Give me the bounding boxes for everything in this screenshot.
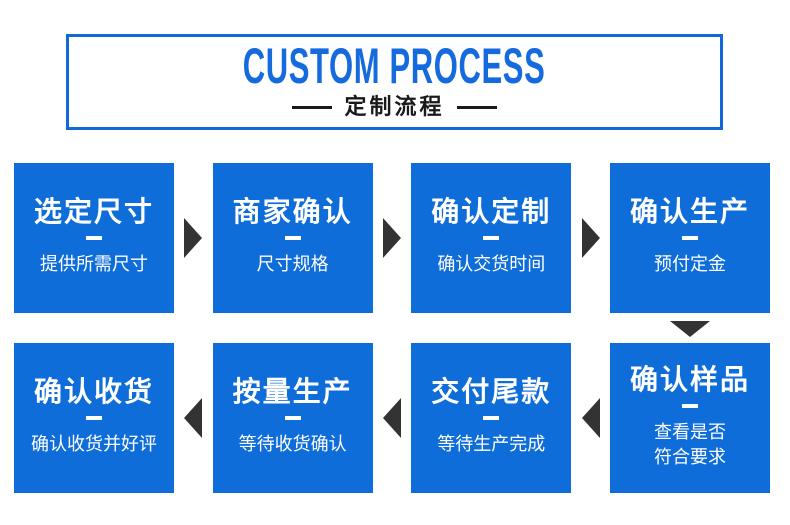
step-title: 确认收货: [33, 376, 154, 408]
header-box: CUSTOM PROCESS 定制流程: [66, 34, 723, 130]
right-dash: [456, 105, 497, 109]
process-step-confirm-production: 确认生产 预付定金: [609, 163, 770, 313]
title-chinese-row: 定制流程: [292, 94, 497, 119]
arrow-right-icon: [382, 218, 401, 258]
title-english: CUSTOM PROCESS: [243, 38, 546, 94]
process-step-pay-balance: 交付尾款 等待生产完成: [411, 343, 572, 493]
step-subtitle: 查看是否: [653, 421, 726, 442]
arrow-right-icon: [581, 218, 600, 258]
step-title: 确认样品: [629, 363, 750, 395]
step-title: 按量生产: [232, 376, 353, 408]
divider-dash: [483, 236, 500, 241]
arrow-down-icon: [670, 321, 710, 337]
step-subtitle: 尺寸规格: [256, 254, 329, 275]
step-title: 确认生产: [629, 196, 750, 228]
left-dash: [292, 105, 333, 109]
step-subtitle: 预付定金: [653, 254, 726, 275]
step-title: 交付尾款: [431, 376, 552, 408]
step-title: 选定尺寸: [33, 196, 154, 228]
divider-dash: [681, 236, 698, 241]
step-subtitle: 确认收货并好评: [31, 434, 157, 455]
divider-dash: [86, 416, 102, 421]
divider-dash: [681, 403, 698, 408]
step-title: 商家确认: [232, 196, 353, 228]
process-step-batch-production: 按量生产 等待收货确认: [212, 343, 373, 493]
divider-dash: [86, 236, 102, 241]
divider-dash: [284, 416, 301, 421]
process-step-confirm-custom: 确认定制 确认交货时间: [411, 163, 572, 313]
step-subtitle: 确认交货时间: [437, 254, 546, 275]
process-row-top: 选定尺寸 提供所需尺寸 商家确认 尺寸规格 确认定制 确认交货时间 确认生产 预…: [14, 163, 770, 313]
arrow-left-icon: [581, 398, 600, 438]
process-step-confirm-receipt: 确认收货 确认收货并好评: [14, 343, 174, 493]
process-step-merchant-confirm: 商家确认 尺寸规格: [212, 163, 373, 313]
step-subtitle: 等待收货确认: [238, 434, 347, 455]
step-subtitle: 提供所需尺寸: [40, 254, 148, 275]
step-subtitle-line2: 符合要求: [653, 447, 726, 467]
process-step-select-size: 选定尺寸 提供所需尺寸: [14, 163, 174, 313]
process-step-confirm-sample: 确认样品 查看是否 符合要求: [609, 343, 770, 493]
process-row-bottom: 确认收货 确认收货并好评 按量生产 等待收货确认 交付尾款 等待生产完成 确认样…: [14, 343, 770, 493]
step-subtitle: 等待生产完成: [437, 434, 546, 455]
arrow-left-icon: [382, 398, 401, 438]
step-title: 确认定制: [431, 196, 552, 228]
arrow-left-icon: [184, 398, 203, 438]
title-chinese: 定制流程: [344, 94, 445, 119]
arrow-right-icon: [184, 218, 203, 258]
divider-dash: [284, 236, 301, 241]
divider-dash: [483, 416, 500, 421]
